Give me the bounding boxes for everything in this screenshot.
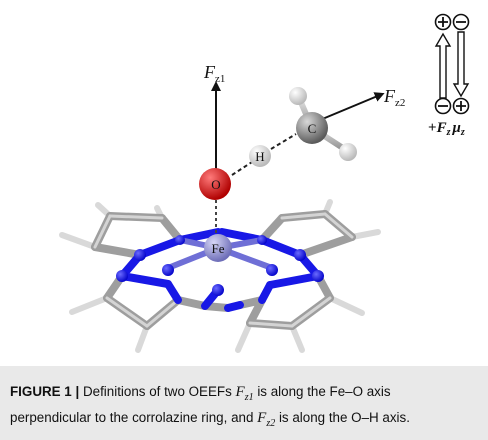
ring-carbon-highlights [93, 212, 354, 328]
plus-sign-bottom [456, 101, 466, 111]
fz2-label: Fz2 [383, 86, 405, 109]
caption-text-1: Definitions of two OEEFs [79, 384, 236, 399]
fz2-arrow [319, 92, 385, 121]
hydrogen-atom [249, 145, 271, 167]
caption-f1: Fz1 [235, 384, 254, 403]
methyl-h-atom-2 [339, 143, 357, 161]
fz1-label: Fz1 [203, 62, 225, 85]
oxygen-atom [199, 168, 231, 200]
oxygen-label: O [211, 177, 220, 192]
o-h-bond [231, 161, 253, 176]
caption-lead: FIGURE 1 | [10, 384, 80, 399]
field-up-arrow [434, 32, 452, 99]
dipole-down-arrow [452, 31, 470, 98]
iron-atom [204, 234, 232, 262]
carbon-atom [296, 112, 328, 144]
iron-label: Fe [212, 241, 225, 256]
caption-text-2: is along the Fe–O axis [253, 384, 391, 399]
h-c-bond [270, 133, 297, 150]
caption-f2: Fz2 [257, 410, 276, 429]
hydrogen-label: H [255, 149, 264, 164]
carbon-label: C [308, 121, 317, 136]
methyl-h-atom-1 [289, 87, 307, 105]
nitrogen-atoms [116, 235, 324, 296]
caption-text-4: is along the O–H axis. [275, 410, 410, 425]
corrolazine-ring [59, 199, 381, 353]
figure-caption: FIGURE 1 | Definitions of two OEEFs Fz1 … [0, 366, 488, 440]
molecule-figure: Fe O H C Fz1 Fz2 [59, 13, 470, 353]
caption-text-3: perpendicular to the corrolazine ring, a… [10, 410, 258, 425]
plus-sign-top [438, 17, 448, 27]
